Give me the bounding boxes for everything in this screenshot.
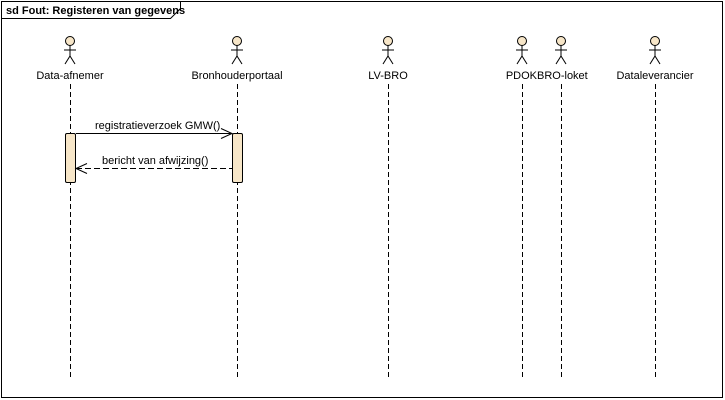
frame-title: sd Fout: Registeren van gegevens xyxy=(6,5,185,17)
lifeline-dataleverancier: Dataleverancier xyxy=(616,36,694,378)
frame-title-tab xyxy=(1,1,181,19)
lifeline-label: Dataleverancier xyxy=(616,70,693,82)
actor-icon xyxy=(382,36,394,65)
message-registratieverzoek: registratieverzoek GMW() xyxy=(76,120,234,139)
actor-icon xyxy=(555,36,567,65)
arrow-head-icon xyxy=(74,163,88,174)
arrow-head-icon xyxy=(220,128,234,139)
lifeline-label: LV-BRO xyxy=(368,70,408,82)
message-label: registratieverzoek GMW() xyxy=(95,120,220,132)
lifeline-label: PDOK xyxy=(506,70,538,82)
actor-icon xyxy=(231,36,243,65)
activation-bar-data-afnemer xyxy=(65,133,76,183)
lifeline-label: Data-afnemer xyxy=(36,70,104,82)
actor-icon xyxy=(516,36,528,65)
lifeline-bronhouderportaal: Bronhouderportaal xyxy=(191,36,283,378)
actor-icon xyxy=(64,36,76,65)
lifeline-pdok: PDOK xyxy=(506,36,538,378)
activation-bar-bronhouderportaal xyxy=(232,133,243,183)
actor-icon xyxy=(649,36,661,65)
lifeline-lv-bro: LV-BRO xyxy=(368,36,408,378)
lifeline-data-afnemer: Data-afnemer xyxy=(36,36,104,378)
message-label: bericht van afwijzing() xyxy=(102,155,208,167)
lifeline-bro-loket: BRO-loket xyxy=(537,36,588,378)
lifeline-label: Bronhouderportaal xyxy=(191,70,282,82)
lifeline-label: BRO-loket xyxy=(537,70,588,82)
message-bericht-van-afwijzing: bericht van afwijzing() xyxy=(74,155,232,174)
